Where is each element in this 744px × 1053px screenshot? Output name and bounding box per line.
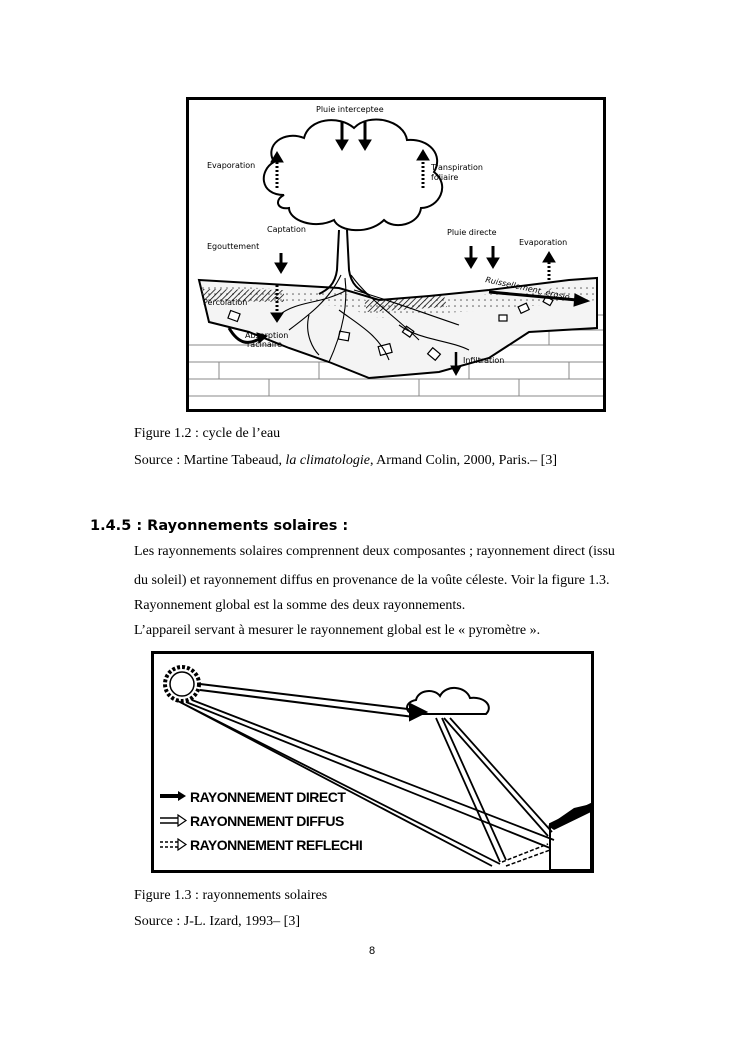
legend-direct-arrow [160, 791, 186, 801]
house-icon [548, 802, 591, 870]
figure-1-3-source: Source : J-L. Izard, 1993– [3] [134, 914, 301, 929]
rays-diffuse [435, 717, 553, 863]
label-transpiration: Transpiration [430, 163, 483, 172]
rays-reflected [501, 843, 551, 867]
legend: RAYONNEMENT DIRECT RAYONNEMENT DIFFUS RA… [160, 789, 363, 853]
tree-canopy [262, 118, 444, 232]
rays-direct [199, 683, 429, 722]
label-pluie-interceptee: Pluie interceptee [316, 105, 384, 114]
figure-1-3-caption: Figure 1.3 : rayonnements solaires [134, 888, 328, 903]
legend-reflechi: RAYONNEMENT REFLECHI [190, 837, 362, 853]
figure-1-2-caption: Figure 1.2 : cycle de l’eau [134, 426, 281, 441]
figure-solar-radiation: RAYONNEMENT DIRECT RAYONNEMENT DIFFUS RA… [151, 651, 594, 873]
paragraph-line-4: L’appareil servant à mesurer le rayonnem… [134, 623, 541, 638]
label-pluie-directe: Pluie directe [447, 228, 497, 237]
label-egouttement: Egouttement [207, 242, 259, 251]
solar-radiation-illustration: RAYONNEMENT DIRECT RAYONNEMENT DIFFUS RA… [160, 665, 591, 870]
legend-diffus: RAYONNEMENT DIFFUS [190, 813, 344, 829]
source-text: Source : Martine Tabeaud, [134, 453, 286, 468]
label-infiltration: Infiltration [463, 356, 504, 365]
stones [227, 295, 554, 362]
paragraph-line-2: du soleil) et rayonnement diffus en prov… [134, 573, 610, 588]
section-heading: 1.4.5 : Rayonnements solaires : [90, 518, 349, 534]
label-evaporation-left: Evaporation [207, 161, 255, 170]
label-foliaire: foliaire [431, 173, 458, 182]
soil-surface-layer [199, 284, 597, 318]
label-evaporation-right: Evaporation [519, 238, 567, 247]
legend-reflechi-arrow [160, 837, 188, 852]
hatched-band-left [203, 289, 284, 302]
source-publisher: , Armand Colin, 2000, Paris.– [3] [369, 453, 557, 468]
cloud-icon [406, 687, 490, 715]
arrows [227, 122, 591, 377]
label-absorption: Absorption [245, 331, 288, 340]
water-cycle-illustration: Pluie interceptee Evaporation Transpirat… [189, 105, 603, 397]
paragraph-line-3: Rayonnement global est la somme des deux… [134, 598, 466, 613]
legend-diffus-arrow [160, 813, 188, 828]
figure-water-cycle: Pluie interceptee Evaporation Transpirat… [186, 97, 606, 412]
source-book-title: la climatologie [285, 453, 370, 468]
label-percolation: Percolation [203, 298, 247, 307]
label-captation: Captation [267, 225, 306, 234]
figure-1-2-source: Source : Martine Tabeaud, la climatologi… [134, 452, 557, 470]
paragraph-line-1: Les rayonnements solaires comprennent de… [134, 544, 615, 559]
tree-trunk [318, 229, 370, 296]
page-number: 8 [368, 945, 376, 957]
legend-direct: RAYONNEMENT DIRECT [190, 789, 346, 805]
sun-icon [163, 665, 201, 703]
label-racinaire: racinaire [247, 340, 282, 349]
